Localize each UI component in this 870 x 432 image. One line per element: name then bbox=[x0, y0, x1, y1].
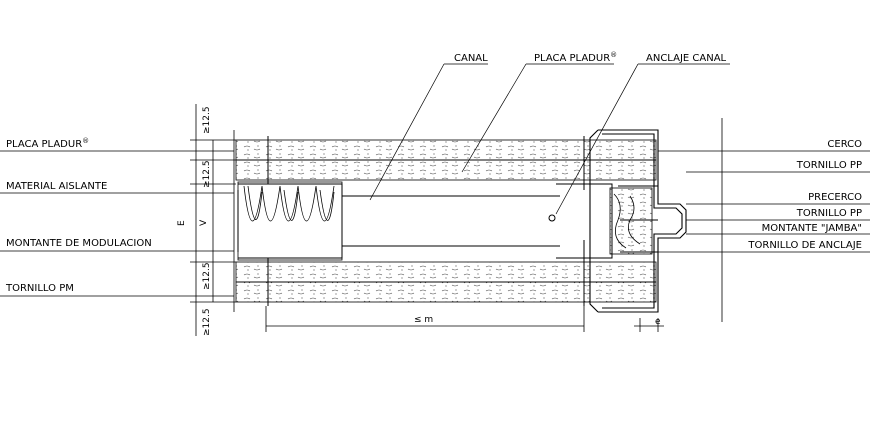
label-canal: CANAL bbox=[454, 53, 488, 64]
dim-bottom-2: ≥12.5 bbox=[202, 308, 212, 336]
top-boards bbox=[235, 139, 657, 181]
label-anclaje-canal: ANCLAJE CANAL bbox=[646, 53, 727, 64]
jamb-stud bbox=[609, 187, 653, 255]
label-cerco: CERCO bbox=[827, 139, 862, 150]
leader-lines bbox=[0, 63, 870, 297]
screws bbox=[267, 136, 658, 306]
dimension-lines bbox=[190, 104, 664, 336]
label-tornillo-anclaje: TORNILLO DE ANCLAJE bbox=[747, 240, 862, 251]
door-frame bbox=[589, 129, 687, 313]
label-tornillo-pp-1: TORNILLO PP bbox=[796, 160, 862, 171]
label-material-aislante: MATERIAL AISLANTE bbox=[6, 181, 107, 192]
dim-m: ≤ m bbox=[414, 315, 433, 325]
label-placa-pladur-left: PLACA PLADUR® bbox=[6, 137, 89, 150]
label-montante-jamba: MONTANTE "JAMBA" bbox=[762, 223, 862, 234]
label-tornillo-pp-2: TORNILLO PP bbox=[796, 208, 862, 219]
dim-e: e bbox=[655, 317, 661, 327]
dim-E: E bbox=[177, 220, 187, 226]
dim-top-2: ≥12.5 bbox=[202, 160, 212, 188]
label-placa-pladur-top: PLACA PLADUR® bbox=[534, 51, 617, 64]
label-montante-modulacion: MONTANTE DE MODULACION bbox=[6, 238, 152, 249]
dim-top-1: ≥12.5 bbox=[202, 106, 212, 134]
dim-bottom-1: ≥12.5 bbox=[202, 262, 212, 290]
bottom-boards bbox=[235, 261, 657, 303]
dim-V: V bbox=[199, 219, 209, 226]
label-precerco: PRECERCO bbox=[808, 192, 862, 203]
insulation bbox=[237, 181, 343, 261]
label-tornillo-pm: TORNILLO PM bbox=[5, 283, 74, 294]
